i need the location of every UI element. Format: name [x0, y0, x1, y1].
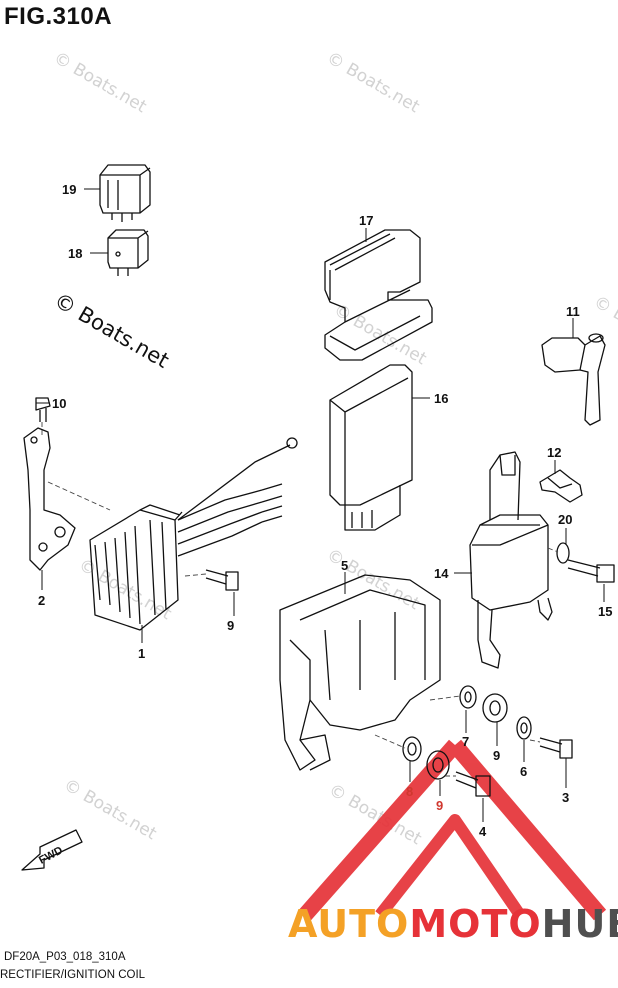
callout-20: 20: [558, 512, 572, 527]
brand-triangle-logo: [299, 739, 607, 921]
ignition-coil-14: [469, 451, 553, 669]
brand-part-moto: MOTO: [409, 902, 542, 946]
rectifier-1: [89, 437, 298, 631]
bolt-11: [35, 397, 51, 422]
leader-lines: [36, 188, 605, 822]
grommet-8: [402, 736, 422, 762]
callout-14: 14: [434, 566, 449, 581]
collar-9-top: [482, 693, 508, 723]
callout-13: 12: [547, 445, 561, 460]
callout-5: 5: [341, 558, 348, 573]
figure-code: DF20A_P03_018_310A: [4, 951, 126, 963]
figure-name: RECTIFIER/IGNITION COIL: [0, 969, 146, 981]
callout-16: 16: [434, 391, 448, 406]
callout-9a: 9: [493, 748, 500, 763]
callout-4: 4: [479, 824, 487, 839]
callout-17: 17: [359, 213, 373, 228]
callout-2: 2: [38, 593, 45, 608]
callout-3: 3: [562, 790, 569, 805]
holder-5: [279, 574, 441, 771]
bolt-4: [455, 771, 491, 797]
callout-19: 19: [62, 182, 76, 197]
brand-part-auto: AUTO: [288, 902, 410, 946]
callout-6: 6: [520, 764, 527, 779]
callout-11: 10: [52, 396, 66, 411]
figure-title: FIG.310A: [4, 3, 113, 30]
bolt-15: [567, 559, 615, 583]
callout-18: 18: [68, 246, 82, 261]
callout-10: 9: [227, 618, 234, 633]
brand-part-hub: HUB: [541, 902, 618, 946]
callout-9b: 9: [436, 798, 443, 813]
washer-20: [556, 542, 570, 564]
plug-cap-12: [541, 333, 606, 426]
ecu-cover-17: [324, 229, 433, 361]
relay-18: [107, 229, 149, 276]
ecu-16: [329, 364, 413, 531]
bolt-3: [539, 737, 573, 759]
fwd-arrow-icon: [21, 829, 83, 871]
clip-13: [539, 469, 583, 503]
assembly-lines: [41, 422, 559, 777]
grommet-7: [459, 685, 477, 709]
callout-12: 11: [566, 304, 580, 319]
collar-9-lower: [426, 750, 450, 780]
bolt-10: [205, 569, 239, 591]
callout-1: 1: [138, 646, 145, 661]
callout-8: 8: [406, 784, 413, 799]
callout-15: 15: [598, 604, 612, 619]
callout-7: 7: [462, 734, 469, 749]
relay-19: [99, 164, 151, 222]
bracket-2: [23, 427, 76, 571]
washer-6: [516, 716, 532, 740]
brand-logo: AUTOMOTOHUB: [288, 902, 618, 946]
